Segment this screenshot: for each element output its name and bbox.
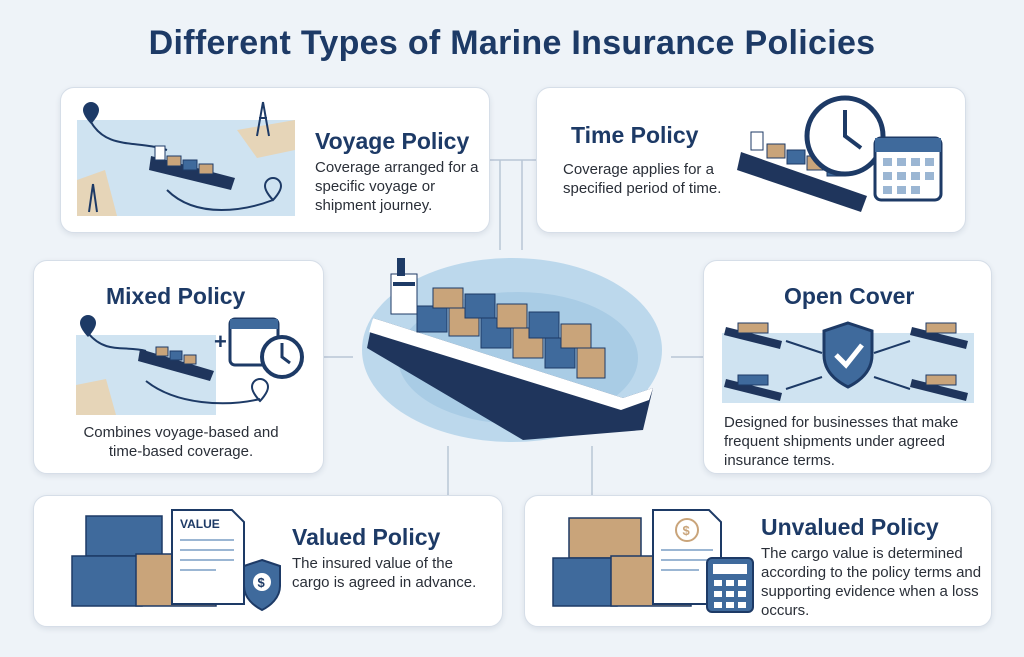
shield-check-icon bbox=[822, 321, 874, 389]
clock-icon bbox=[804, 95, 886, 177]
unvalued-policy-illustration: $ bbox=[552, 509, 754, 613]
voyage-policy-card: Voyage Policy Coverage arranged for a sp… bbox=[60, 87, 490, 233]
valued-policy-title: Valued Policy bbox=[292, 524, 441, 550]
open-cover-card: Open Cover Designed for businesses that … bbox=[703, 260, 992, 474]
central-cargo-ship-illustration bbox=[362, 258, 662, 442]
time-policy-title: Time Policy bbox=[571, 122, 699, 148]
voyage-route-illustration bbox=[77, 101, 295, 216]
unvalued-policy-card: $ Unvalued Policy The cargo value is det… bbox=[524, 495, 992, 627]
document-icon: VALUE bbox=[171, 509, 245, 605]
mixed-policy-description: Combines voyage-based and time-based cov… bbox=[83, 424, 279, 460]
time-policy-card: Time Policy Coverage applies for a speci… bbox=[536, 87, 966, 233]
time-policy-description: Coverage applies for a specified period … bbox=[563, 161, 722, 197]
calendar-icon bbox=[873, 136, 943, 202]
valued-policy-illustration: VALUE $ bbox=[71, 509, 281, 612]
open-cover-description: Designed for businesses that make freque… bbox=[724, 414, 959, 469]
svg-text:+: + bbox=[214, 329, 227, 354]
valued-policy-description: The insured value of the cargo is agreed… bbox=[292, 555, 477, 591]
svg-text:$: $ bbox=[683, 523, 691, 538]
location-pin-icon bbox=[80, 315, 96, 337]
cargo-ship-icon bbox=[724, 322, 968, 401]
calculator-icon bbox=[706, 557, 754, 613]
cargo-ship-icon bbox=[149, 145, 235, 190]
page-title: Different Types of Marine Insurance Poli… bbox=[148, 24, 876, 62]
mixed-policy-card: Mixed Policy + Combines voyage-based and… bbox=[33, 260, 324, 474]
open-cover-illustration bbox=[722, 321, 974, 403]
cargo-ship-icon bbox=[138, 346, 214, 381]
voyage-policy-description: Coverage arranged for a specific voyage … bbox=[315, 159, 479, 214]
mixed-policy-title: Mixed Policy bbox=[106, 283, 246, 309]
unvalued-policy-description: The cargo value is determined according … bbox=[761, 545, 982, 619]
mixed-policy-illustration: + bbox=[76, 315, 304, 415]
voyage-policy-title: Voyage Policy bbox=[315, 128, 470, 154]
svg-text:$: $ bbox=[258, 575, 266, 590]
unvalued-policy-title: Unvalued Policy bbox=[761, 514, 939, 540]
document-value-label: VALUE bbox=[180, 517, 220, 531]
time-policy-illustration bbox=[737, 95, 943, 212]
open-cover-title: Open Cover bbox=[784, 283, 915, 309]
oil-rig-icon bbox=[88, 101, 270, 213]
dollar-shield-icon: $ bbox=[243, 558, 281, 612]
valued-policy-card: VALUE $ Valued Policy The insured value … bbox=[33, 495, 503, 627]
location-pin-icon bbox=[83, 102, 99, 124]
clock-icon bbox=[260, 335, 304, 379]
